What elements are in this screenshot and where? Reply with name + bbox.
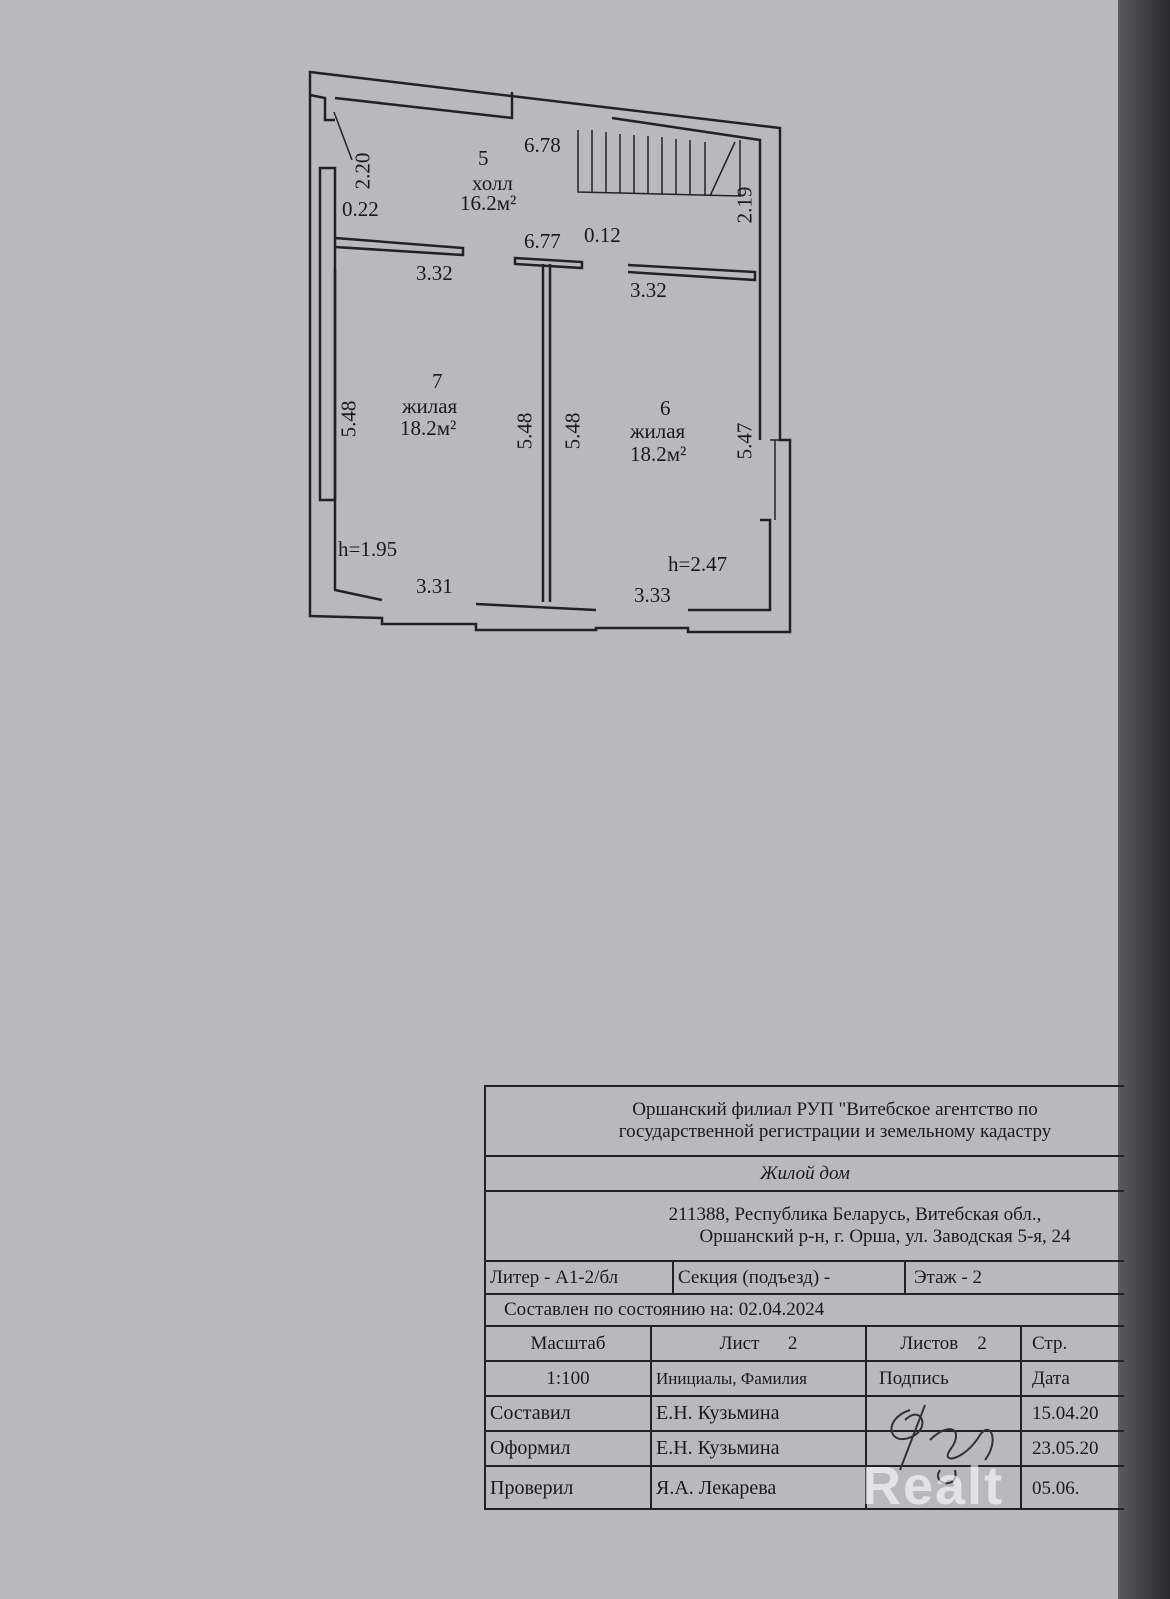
room-5-area: 16.2м² — [460, 191, 517, 215]
dim-r7-bottom: 3.31 — [416, 574, 453, 598]
sheet: Лист 2 — [652, 1327, 867, 1360]
role-compiled: Составил — [486, 1397, 652, 1430]
date-checked: 05.06. — [1032, 1477, 1080, 1499]
room-7-area: 18.2м² — [400, 416, 457, 440]
floor: Этаж - 2 — [914, 1266, 982, 1288]
address-line-2: Оршанский р-н, г. Орша, ул. Заводская 5-… — [699, 1226, 1071, 1247]
room-6-number: 6 — [660, 396, 671, 420]
dim-0-22: 0.22 — [342, 197, 379, 221]
object-name: Жилой дом — [760, 1162, 850, 1184]
col-name-header: Инициалы, Фамилия — [652, 1362, 867, 1395]
watermark: Realt — [862, 1456, 1005, 1516]
org-line-1: Оршанский филиал РУП "Витебское агентств… — [632, 1099, 1038, 1120]
diag-line — [333, 111, 353, 161]
signature-cell — [867, 1467, 1022, 1510]
address-line-1: 211388, Республика Беларусь, Витебская о… — [668, 1204, 1042, 1225]
dim-6-78: 6.78 — [524, 133, 561, 157]
liter: Литер - А1-2/бл — [486, 1262, 674, 1293]
col-sign-header: Подпись — [867, 1362, 1022, 1395]
partition-mid — [513, 256, 584, 602]
stairs-icon — [577, 130, 741, 197]
dim-r6-bottom: 3.33 — [634, 583, 671, 607]
room-7-number: 7 — [432, 369, 443, 393]
signature-cell — [867, 1432, 1022, 1465]
photo-edge — [1118, 0, 1170, 1599]
room-6-type: жилая — [630, 419, 686, 443]
title-block: Оршанский филиал РУП "Витебское агентств… — [484, 1085, 1124, 1510]
section: Секция (подъезд) - — [674, 1262, 906, 1293]
col-date-header: Дата — [1032, 1367, 1070, 1389]
date-formatted: 23.05.20 — [1032, 1437, 1099, 1459]
partition-7 — [334, 236, 465, 257]
room-7-type: жилая — [402, 394, 458, 418]
room-7-height: h=1.95 — [338, 537, 398, 561]
sheets: Листов 2 — [867, 1327, 1022, 1360]
dim-6-77: 6.77 — [524, 229, 561, 253]
signature — [890, 1404, 994, 1485]
dim-r7-left: 5.48 — [336, 400, 361, 438]
room-6-area: 18.2м² — [630, 442, 687, 466]
window-right — [770, 439, 790, 520]
room-5-number: 5 — [478, 146, 489, 170]
scale-value: 1:100 — [486, 1362, 652, 1395]
floor-plan — [308, 70, 792, 634]
name-formatted: Е.Н. Кузьмина — [652, 1432, 867, 1465]
scale-label: Масштаб — [486, 1327, 652, 1360]
dim-2-19: 2.19 — [732, 186, 757, 224]
dim-r6-right: 5.47 — [732, 422, 757, 460]
inner-wall — [333, 92, 772, 612]
role-checked: Проверил — [486, 1467, 652, 1510]
partition-6 — [627, 263, 757, 282]
dim-r7-top: 3.32 — [416, 261, 453, 285]
room-5-type: холл — [472, 171, 513, 195]
role-formatted: Оформил — [486, 1432, 652, 1465]
left-wall — [309, 93, 337, 502]
state-date: Составлен по состоянию на: 02.04.2024 — [504, 1299, 825, 1320]
date-compiled: 15.04.20 — [1032, 1402, 1099, 1424]
signature-cell — [867, 1397, 1022, 1430]
page: Стр. — [1032, 1332, 1068, 1354]
dim-0-12: 0.12 — [584, 223, 621, 247]
dim-r6-left: 5.48 — [560, 412, 585, 450]
dim-r6-top: 3.32 — [630, 278, 667, 302]
org-line-2: государственной регистрации и земельному… — [618, 1121, 1052, 1142]
dim-2-20: 2.20 — [350, 152, 375, 190]
dim-r7-right: 5.48 — [512, 412, 537, 450]
name-compiled: Е.Н. Кузьмина — [652, 1397, 867, 1430]
room-6-height: h=2.47 — [668, 552, 728, 576]
name-checked: Я.А. Лекарева — [652, 1467, 867, 1510]
